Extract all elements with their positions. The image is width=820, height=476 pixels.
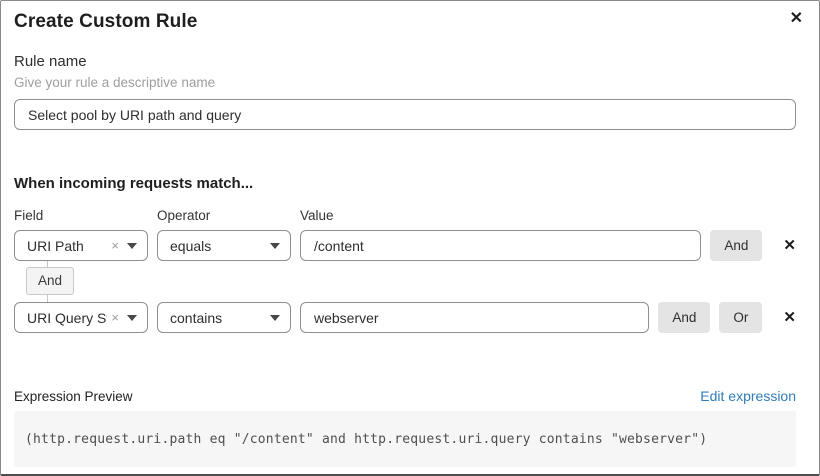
value-input[interactable]	[300, 230, 702, 261]
expression-preview-header: Expression Preview Edit expression	[14, 388, 796, 404]
operator-select-value: equals	[170, 237, 212, 254]
expression-code: (http.request.uri.path eq "/content" and…	[25, 432, 708, 447]
chevron-down-icon	[270, 242, 280, 249]
operator-select[interactable]: contains	[157, 302, 291, 333]
operator-column-header: Operator	[157, 208, 211, 223]
condition-row: URI Path × equals And ✕	[14, 230, 796, 261]
remove-condition-icon[interactable]: ✕	[783, 309, 796, 326]
expression-preview-label: Expression Preview	[14, 389, 133, 404]
connector-and-badge: And	[26, 267, 75, 295]
operator-select-value: contains	[170, 309, 223, 326]
rule-name-input[interactable]	[14, 99, 796, 130]
clear-field-icon[interactable]: ×	[111, 238, 119, 253]
connector-line	[47, 261, 48, 267]
edit-expression-link[interactable]: Edit expression	[700, 388, 796, 404]
close-icon[interactable]: ✕	[789, 10, 803, 27]
value-column-header: Value	[300, 208, 334, 223]
field-column-header: Field	[14, 208, 44, 223]
connector-line	[47, 295, 48, 302]
rule-name-label: Rule name	[14, 53, 87, 70]
field-select-value: URI Query St...	[27, 309, 107, 326]
field-select[interactable]: URI Path ×	[14, 230, 148, 261]
operator-select[interactable]: equals	[157, 230, 291, 261]
clear-field-icon[interactable]: ×	[111, 310, 119, 325]
dialog-title: Create Custom Rule	[14, 11, 198, 32]
remove-condition-icon[interactable]: ✕	[783, 237, 796, 254]
condition-column-headers: Field Operator Value	[14, 208, 796, 223]
expression-preview-box: (http.request.uri.path eq "/content" and…	[14, 411, 796, 467]
chevron-down-icon	[270, 314, 280, 321]
add-and-condition-button[interactable]: And	[710, 230, 763, 261]
chevron-down-icon	[127, 242, 137, 249]
chevron-down-icon	[127, 314, 137, 321]
field-select-value: URI Path	[27, 237, 84, 254]
condition-row: URI Query St... × contains And Or ✕	[14, 302, 796, 333]
add-or-condition-button[interactable]: Or	[719, 302, 763, 333]
value-input[interactable]	[300, 302, 650, 333]
rule-name-helper: Give your rule a descriptive name	[14, 75, 216, 90]
add-and-condition-button[interactable]: And	[658, 302, 711, 333]
field-select[interactable]: URI Query St... ×	[14, 302, 148, 333]
match-section-heading: When incoming requests match...	[14, 175, 254, 192]
condition-connector: And	[14, 261, 796, 302]
